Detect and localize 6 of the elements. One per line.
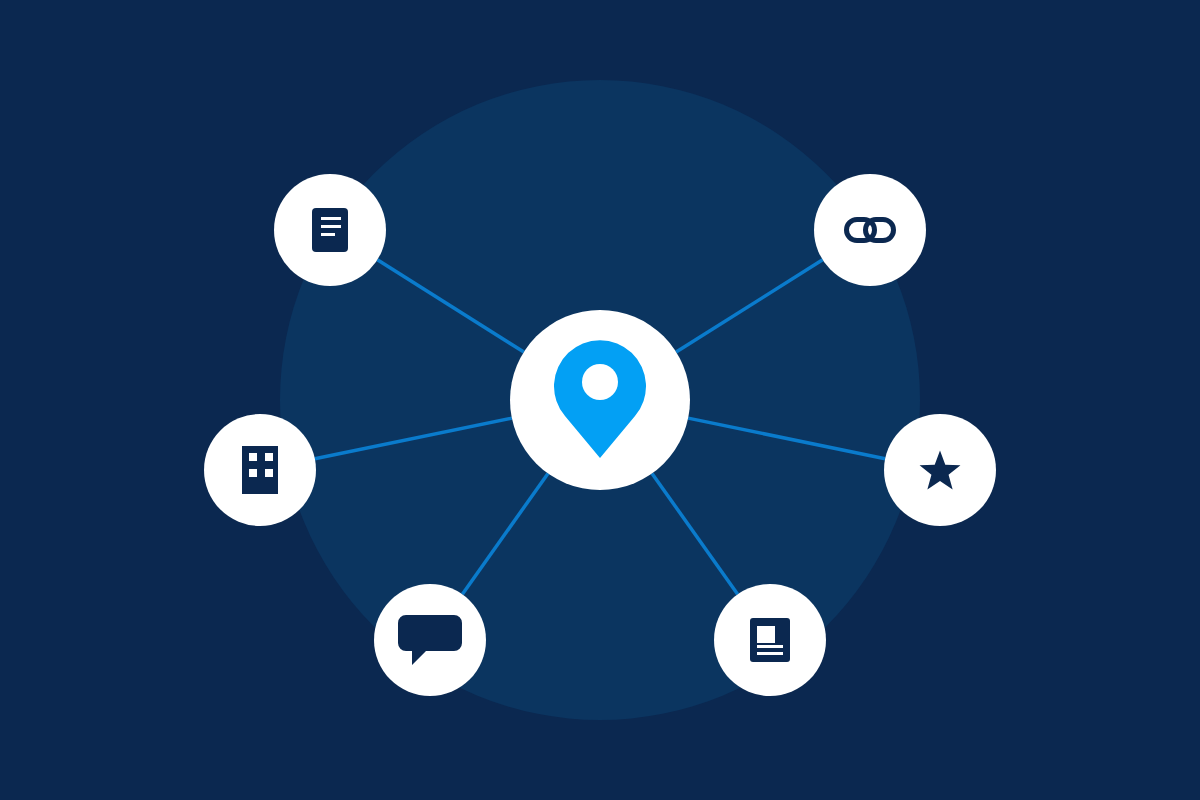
connector-line [687, 416, 886, 461]
connector-line [650, 472, 740, 596]
connector-line [314, 416, 513, 461]
connector-line [376, 258, 525, 354]
connector-line [675, 258, 824, 354]
connector-line [460, 472, 550, 596]
